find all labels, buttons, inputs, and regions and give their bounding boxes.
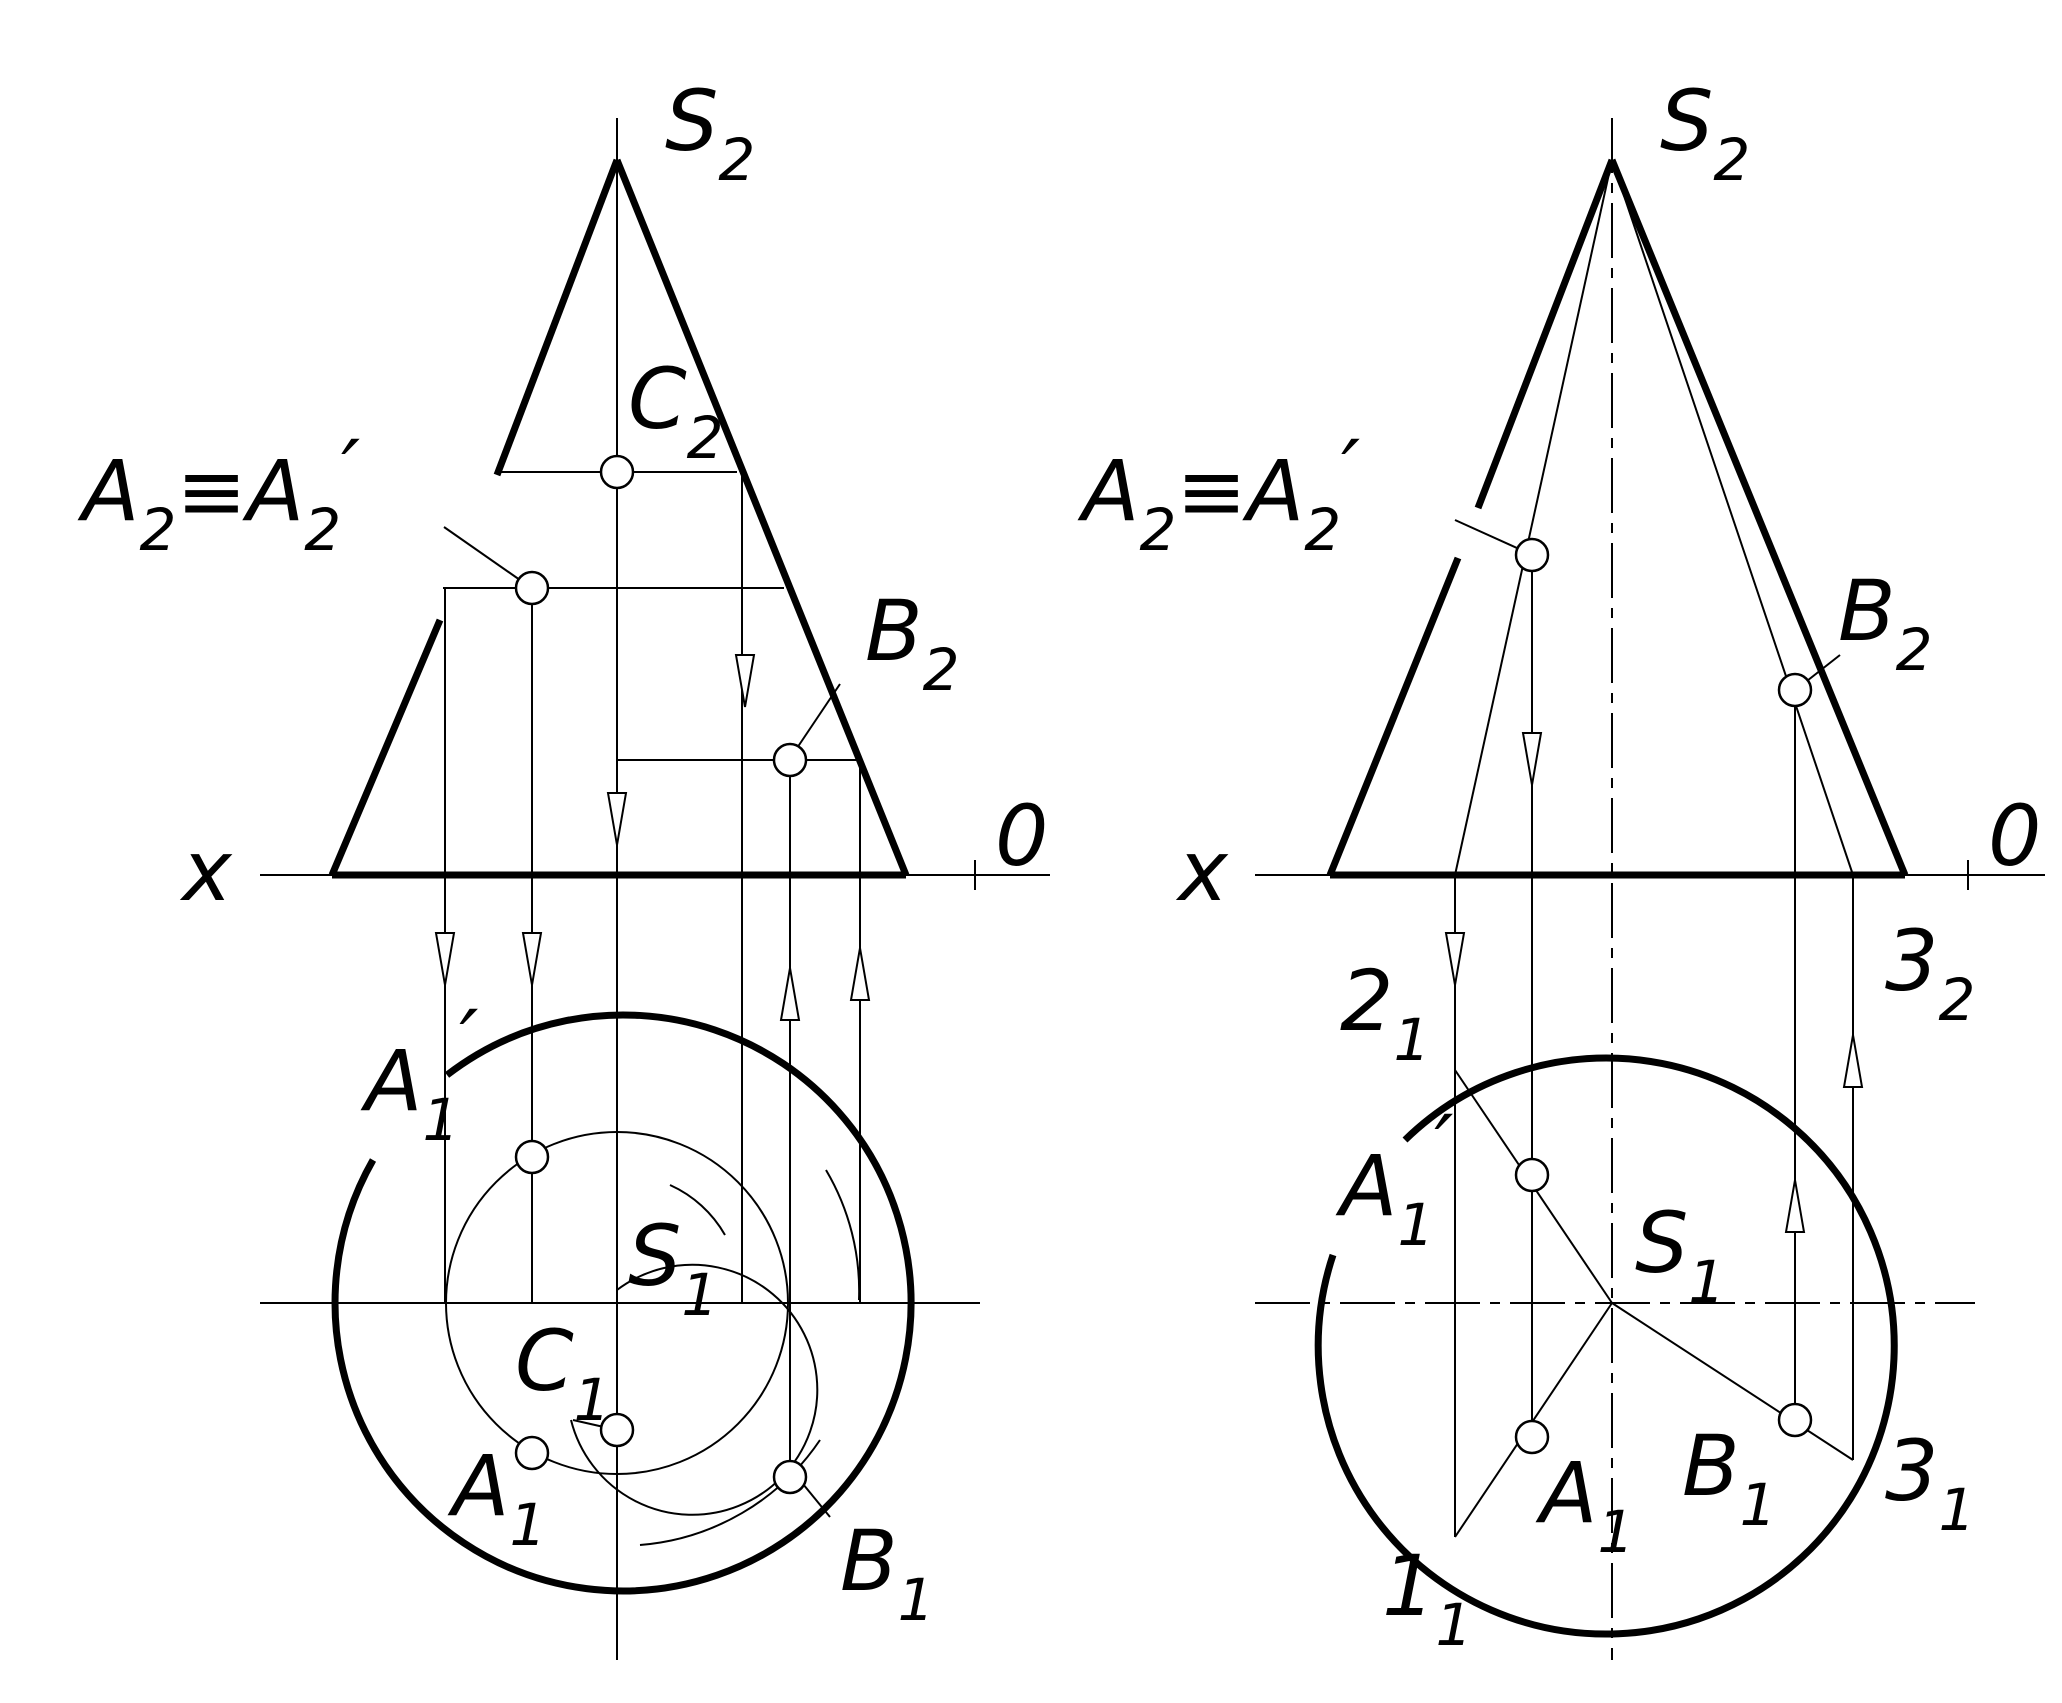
left-arrow-a1 [522, 932, 542, 986]
left-point-a1p [514, 1139, 550, 1175]
left-view: S2 C2 A2≡A2′ B2 x 0 A1′ S1 C1 A1 B1 [77, 72, 1050, 1660]
left-label-b2: B2 [865, 582, 960, 704]
left-a2-leader [443, 526, 531, 588]
left-cone-right-generatrix [613, 158, 910, 877]
left-label-c1: C1 [515, 1312, 611, 1434]
left-point-c2 [599, 454, 635, 490]
left-arrow-center [607, 792, 627, 846]
left-cone-left-generatrix-upper [493, 158, 621, 477]
right-label-1-1: 11 [1382, 1537, 1472, 1659]
left-section-arc-c [570, 1263, 819, 1516]
right-cone-left-generatrix-lower [1326, 556, 1462, 877]
left-label-s2: S2 [665, 72, 755, 194]
right-label-b1: B1 [1682, 1417, 1777, 1539]
left-point-a2 [514, 570, 550, 606]
right-arrow-b [1785, 1179, 1805, 1233]
left-point-a1 [514, 1435, 550, 1471]
left-arrow-c [735, 654, 755, 708]
left-section-arc-b-lower [639, 1439, 821, 1546]
left-b2-leader [790, 683, 841, 758]
left-label-a1p: A1′ [360, 992, 478, 1154]
right-point-a1 [1514, 1419, 1550, 1455]
right-generatrix-2 [1454, 159, 1613, 876]
left-label-c2: C2 [628, 350, 724, 472]
right-label-o: 0 [1988, 787, 2041, 885]
right-label-2-1: 21 [1340, 952, 1430, 1074]
left-arrow-a1p [435, 932, 455, 986]
right-label-x: x [1175, 822, 1229, 920]
right-base-circle [1314, 1054, 1898, 1638]
right-cone-right-generatrix [1608, 158, 1909, 877]
right-point-a1p [1514, 1157, 1550, 1193]
left-label-a2: A2≡A2′ [77, 422, 360, 564]
left-s1-arc [669, 1184, 726, 1236]
right-label-3-2: 32 [1885, 912, 1975, 1034]
left-base-circle [331, 1011, 915, 1595]
left-section-arc-b-upper [825, 1169, 861, 1301]
left-point-c1 [599, 1412, 635, 1448]
left-section-circle-a [445, 1131, 789, 1475]
right-point-b2 [1777, 672, 1813, 708]
right-arrow-2 [1445, 932, 1465, 986]
left-arrow-b-right [850, 947, 870, 1001]
left-b1-leader [802, 1483, 831, 1518]
left-label-b1: B1 [840, 1512, 935, 1634]
right-radius-3 [1611, 1302, 1854, 1461]
right-point-a2 [1514, 537, 1550, 573]
left-label-s1: S1 [628, 1207, 718, 1329]
right-cone-left-generatrix-upper [1474, 158, 1616, 510]
right-label-a1: A1 [1535, 1444, 1634, 1566]
left-label-x: x [179, 822, 233, 920]
left-arrow-b1 [780, 967, 800, 1021]
right-label-s1: S1 [1635, 1194, 1725, 1316]
right-label-s2: S2 [1660, 72, 1750, 194]
right-label-b2: B2 [1838, 562, 1933, 684]
left-point-b1 [772, 1459, 808, 1495]
left-label-o: 0 [995, 787, 1048, 885]
right-a2-leader [1454, 519, 1529, 554]
right-arrow-a [1522, 732, 1542, 786]
left-point-b2 [772, 742, 808, 778]
right-arrow-3 [1843, 1034, 1863, 1088]
right-generatrix-3 [1611, 159, 1854, 876]
right-label-a1p: A1′ [1335, 1097, 1453, 1259]
right-view: S2 A2≡A2′ B2 x 0 21 32 A1′ S1 A1 B1 31 1… [1077, 72, 2045, 1660]
left-cone-left-generatrix-lower [328, 618, 444, 877]
left-label-a1: A1 [447, 1437, 546, 1559]
right-label-a2: A2≡A2′ [1077, 422, 1360, 564]
right-point-b1 [1777, 1402, 1813, 1438]
right-label-3-1: 31 [1885, 1422, 1975, 1544]
